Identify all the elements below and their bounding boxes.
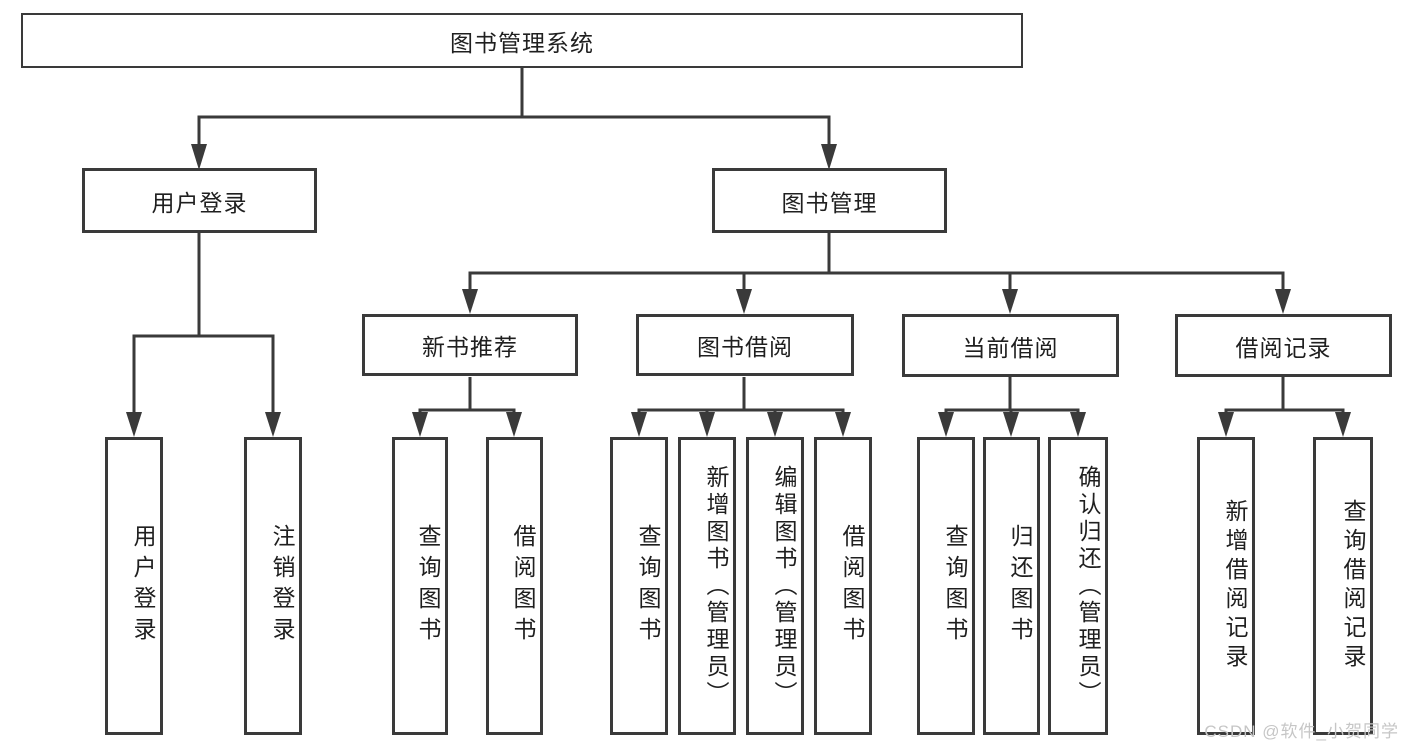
leaf-query-books-recommend: 查询图书 [392,437,448,735]
node-root: 图书管理系统 [21,13,1023,68]
leaf-query-books-borrow: 查询图书 [610,437,668,735]
leaf-borrow-books-borrow: 借阅图书 [814,437,872,735]
node-book-borrow: 图书借阅 [636,314,854,376]
leaf-logout: 注销登录 [244,437,302,735]
node-user-login: 用户登录 [82,168,317,233]
leaf-borrow-books-recommend: 借阅图书 [486,437,543,735]
node-new-book-recommend: 新书推荐 [362,314,578,376]
node-book-management: 图书管理 [712,168,947,233]
leaf-query-borrow-record: 查询借阅记录 [1313,437,1373,735]
leaf-user-login: 用户登录 [105,437,163,735]
leaf-confirm-return-admin: 确认归还（管理员） [1048,437,1108,735]
leaf-return-book: 归还图书 [983,437,1040,735]
leaf-edit-book-admin: 编辑图书（管理员） [746,437,804,735]
watermark-text: CSDN @软件_小贺同学 [1204,722,1399,741]
node-borrow-records: 借阅记录 [1175,314,1392,377]
leaf-query-books-current: 查询图书 [917,437,975,735]
leaf-add-book-admin: 新增图书（管理员） [678,437,736,735]
leaf-add-borrow-record: 新增借阅记录 [1197,437,1255,735]
arrowheads [126,144,1351,437]
node-current-borrow: 当前借阅 [902,314,1119,377]
